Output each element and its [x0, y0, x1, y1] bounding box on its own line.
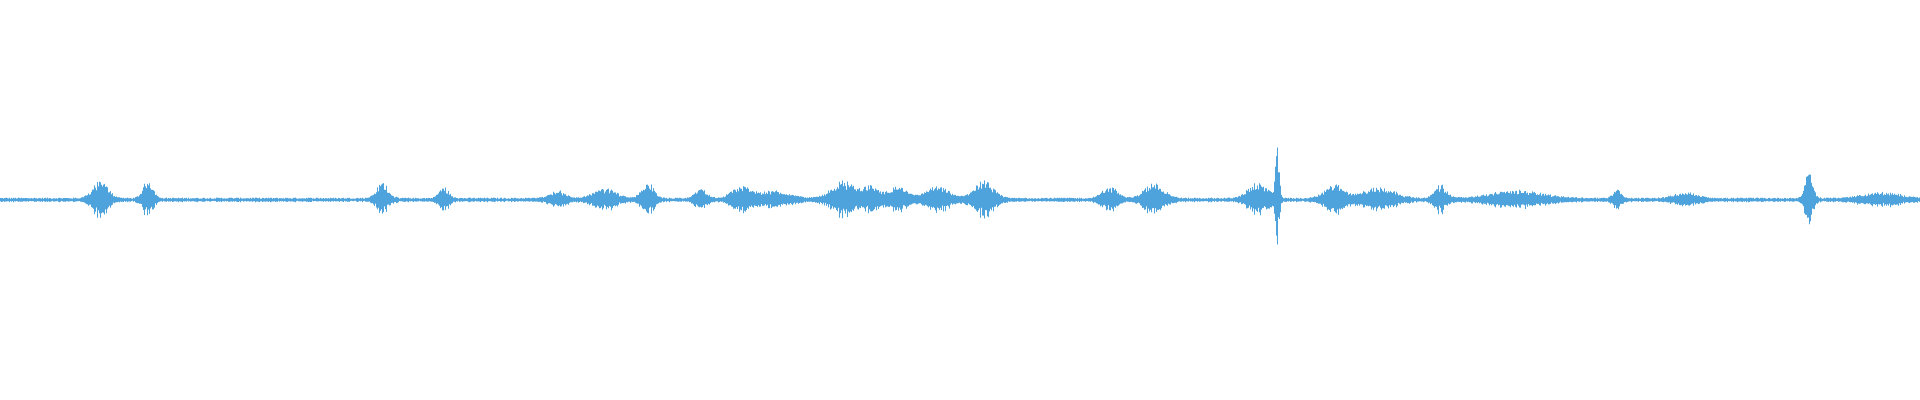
waveform-trace: [0, 147, 1920, 245]
